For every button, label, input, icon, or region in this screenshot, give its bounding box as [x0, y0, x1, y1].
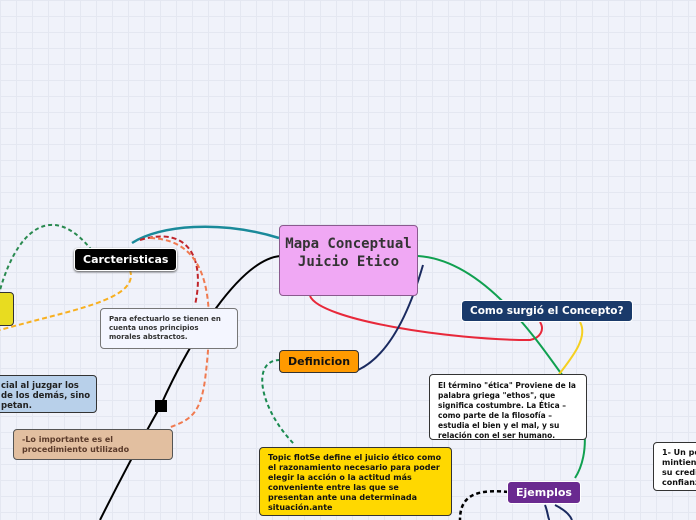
node-etica-text[interactable]: El término "ética" Proviene de la palabr…	[429, 374, 587, 440]
central-topic[interactable]: Mapa Conceptual Juicio Etico	[279, 225, 418, 296]
node-como-surgio[interactable]: Como surgió el Concepto?	[461, 300, 633, 322]
node-definicion[interactable]: Definicion	[279, 350, 360, 373]
node-yellow-left[interactable]	[0, 292, 14, 326]
node-principios[interactable]: Para efectuarlo se tienen en cuenta unos…	[100, 308, 238, 349]
node-ejemplos[interactable]: Ejemplos	[507, 481, 581, 504]
node-definicion-text[interactable]: Topic flotSe define el juicio ético como…	[259, 447, 452, 516]
node-caracteristicas[interactable]: Carcteristicas	[74, 248, 178, 271]
node-imparcial[interactable]: cial al juzgar los de los demás, sino pe…	[0, 375, 97, 413]
junction-marker	[155, 400, 167, 412]
node-procedimiento[interactable]: -Lo importante es el procedimiento utili…	[13, 429, 173, 460]
node-ejemplo-1[interactable]: 1- Un pe mintien su credi confianz	[653, 442, 696, 491]
